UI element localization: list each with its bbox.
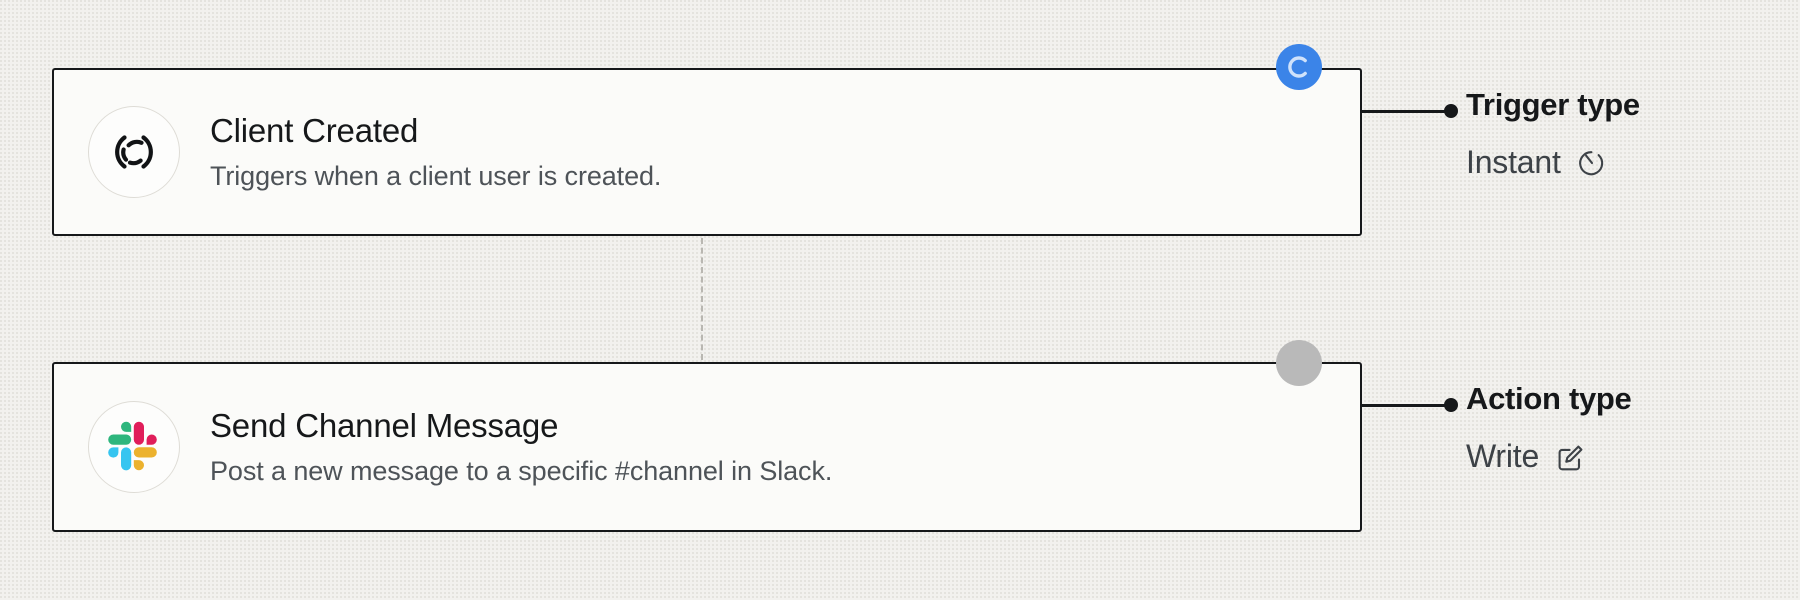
action-node-title: Send Channel Message bbox=[210, 406, 559, 444]
node-connector-dashed-line bbox=[701, 238, 703, 360]
action-node-subtitle: Post a new message to a specific #channe… bbox=[210, 456, 833, 487]
trigger-type-label: Trigger type bbox=[1466, 87, 1640, 122]
timer-icon bbox=[1575, 146, 1609, 180]
trigger-leader-line bbox=[1362, 110, 1450, 113]
trigger-node-text: Client Created Triggers when a client us… bbox=[210, 110, 661, 194]
trigger-annotation: Trigger type Instant bbox=[1466, 87, 1640, 181]
action-annotation: Action type Write bbox=[1466, 381, 1632, 475]
slack-logo-icon bbox=[88, 401, 180, 493]
trigger-leader-dot bbox=[1444, 104, 1458, 118]
action-status-badge[interactable] bbox=[1276, 340, 1322, 386]
copilot-brand-icon bbox=[88, 106, 180, 198]
trigger-type-value: Instant bbox=[1466, 144, 1561, 181]
edit-square-pencil-icon bbox=[1553, 440, 1587, 474]
trigger-node-subtitle: Triggers when a client user is created. bbox=[210, 161, 662, 192]
action-type-label: Action type bbox=[1466, 381, 1632, 416]
loading-spinner-c-icon bbox=[1288, 56, 1307, 78]
action-leader-dot bbox=[1444, 398, 1458, 412]
trigger-status-badge[interactable] bbox=[1276, 44, 1322, 90]
action-type-value-row: Write bbox=[1466, 438, 1632, 475]
action-node-text: Send Channel Message Post a new message … bbox=[210, 405, 832, 489]
action-type-value: Write bbox=[1466, 438, 1540, 475]
action-node-card[interactable]: Send Channel Message Post a new message … bbox=[52, 362, 1362, 532]
trigger-node-card[interactable]: Client Created Triggers when a client us… bbox=[52, 68, 1362, 236]
trigger-type-value-row: Instant bbox=[1466, 144, 1640, 181]
trigger-node-title: Client Created bbox=[210, 111, 419, 149]
action-leader-line bbox=[1362, 404, 1450, 407]
